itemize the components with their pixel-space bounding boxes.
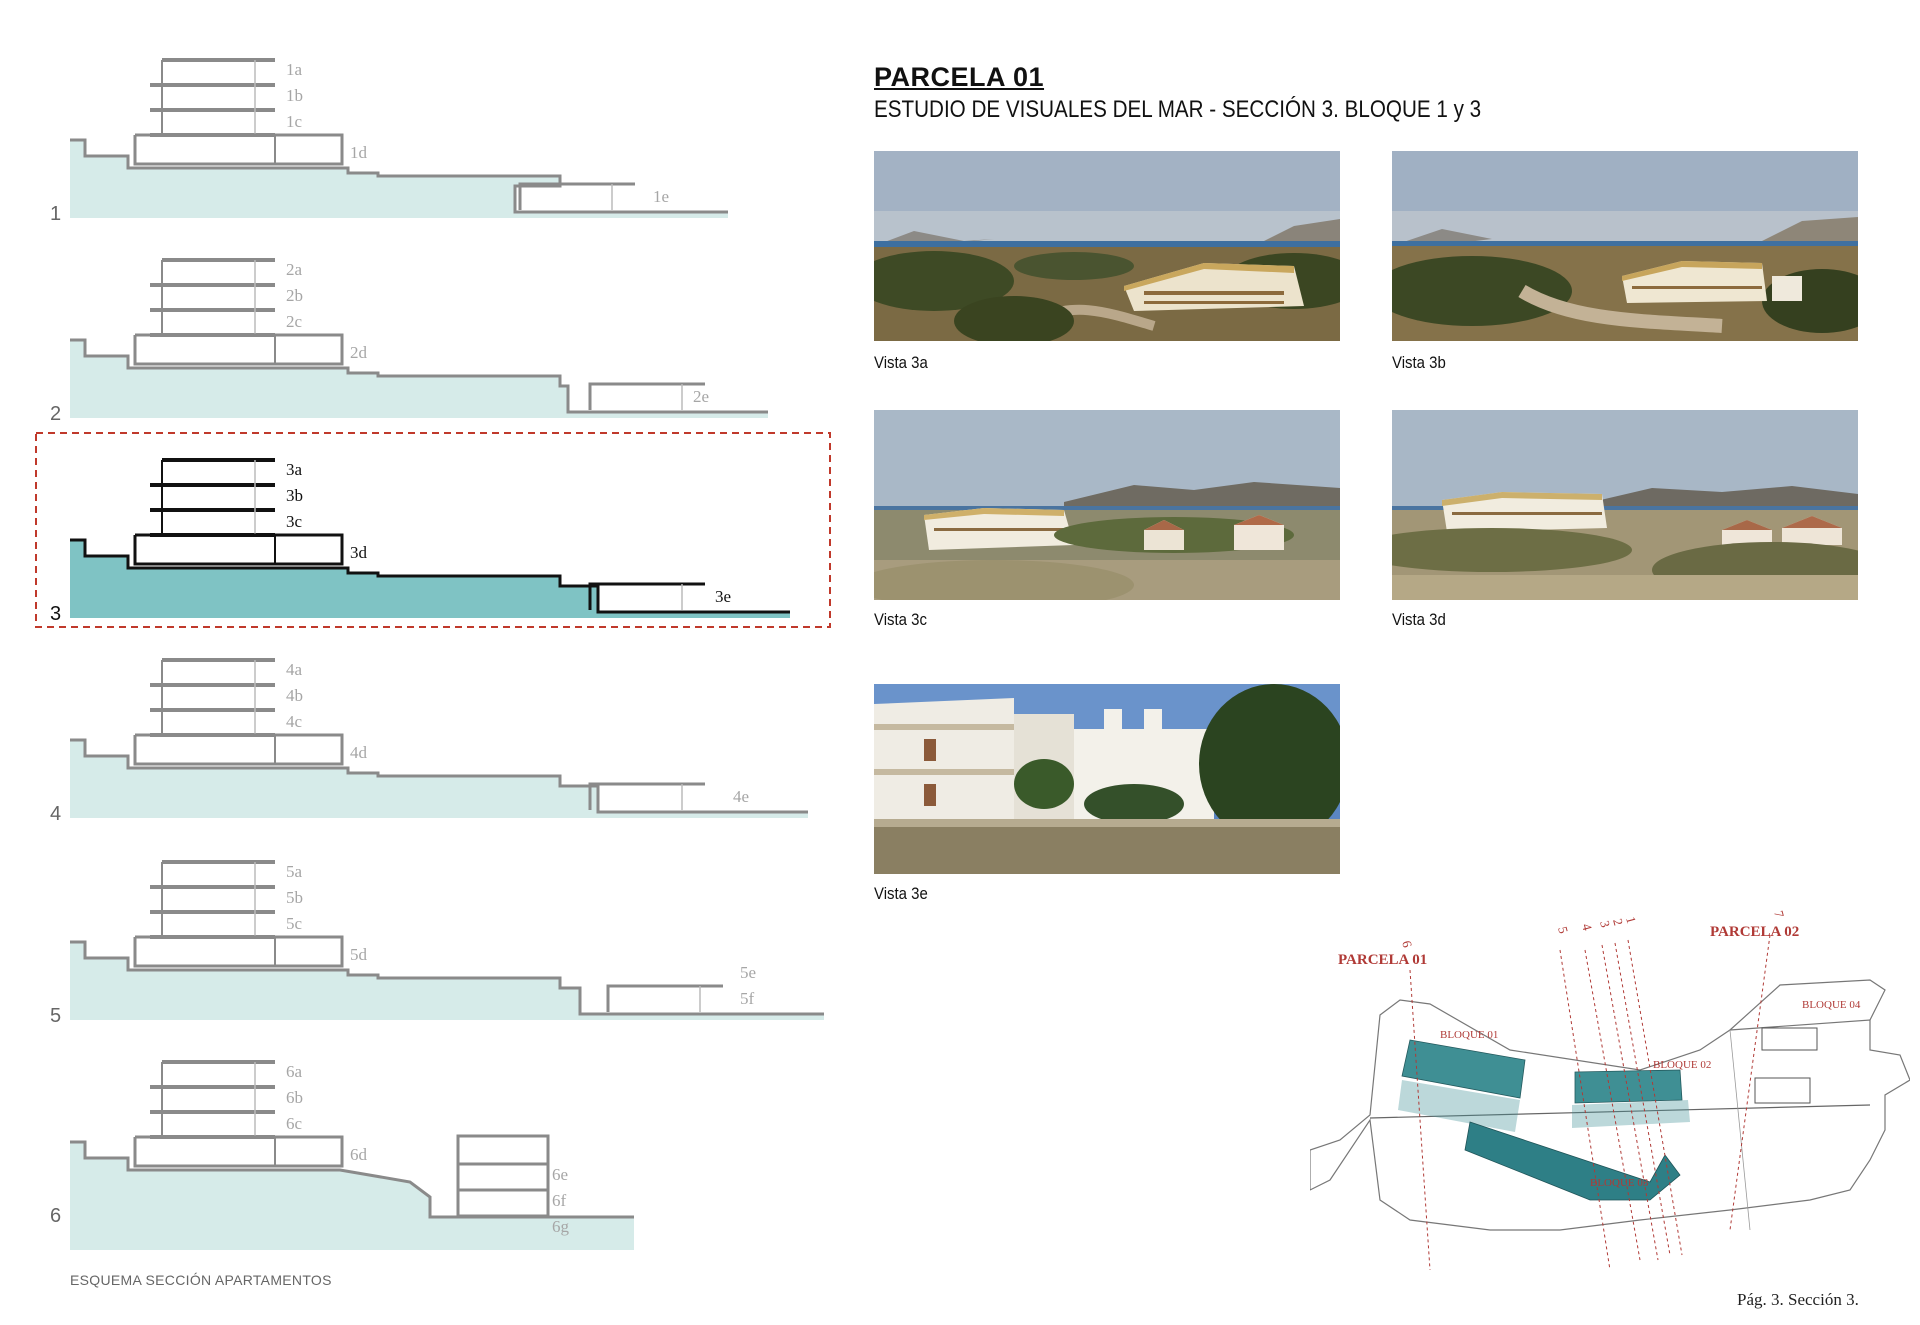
section-label: 2e bbox=[693, 387, 709, 406]
building-photo-3e bbox=[874, 684, 1340, 874]
section-label: 4a bbox=[286, 660, 303, 679]
highlight-frame bbox=[35, 432, 831, 628]
plan-section-line-number: 2 bbox=[1610, 917, 1626, 927]
photo-vista-3d bbox=[1392, 410, 1858, 600]
plan-section-line-number: 3 bbox=[1597, 919, 1613, 929]
page-subtitle: ESTUDIO DE VISUALES DEL MAR - SECCIÓN 3.… bbox=[874, 96, 1482, 123]
section-label: 6f bbox=[552, 1191, 567, 1210]
plan-label-parcela-02: PARCELA 02 bbox=[1710, 924, 1799, 940]
section-number: 6 bbox=[50, 1205, 61, 1227]
page-number: Pág. 3. Sección 3. bbox=[1737, 1290, 1859, 1309]
bloque-02-footprint bbox=[1572, 1069, 1690, 1128]
section-label: 5a bbox=[286, 862, 303, 881]
plan-section-line-number: 4 bbox=[1579, 922, 1595, 933]
plan-label-bloque-02: BLOQUE 02 bbox=[1653, 1059, 1711, 1071]
section-label: 5e bbox=[740, 963, 756, 982]
photo-caption-3b: Vista 3b bbox=[1392, 353, 1446, 372]
section-label: 3b bbox=[286, 486, 303, 505]
section-label: 4d bbox=[350, 743, 368, 762]
photo-vista-3e bbox=[874, 684, 1340, 874]
section-row-2: 2a 2b 2c 2d 2e 2 bbox=[50, 258, 768, 425]
plan-label-bloque-04: BLOQUE 04 bbox=[1802, 999, 1861, 1011]
parcel-outline bbox=[1310, 999, 1910, 1231]
section-row-4: 4a 4b 4c 4d 4e 4 bbox=[50, 658, 808, 825]
section-label: 3a bbox=[286, 460, 303, 479]
terrain-fill bbox=[70, 340, 768, 418]
landscape-photo-3c bbox=[874, 410, 1340, 600]
bloque-04-footprint bbox=[1754, 1027, 1818, 1104]
terrain-fill bbox=[70, 540, 790, 618]
terrain-fill bbox=[70, 140, 728, 218]
section-label: 6c bbox=[286, 1114, 303, 1133]
section-diagrams: 1a1b1c1d1e12a2b2c2d2e23a3b3c3d3e34a4b4c4… bbox=[35, 58, 831, 1250]
parcel02-outline bbox=[1729, 979, 1886, 1031]
terrain-fill bbox=[70, 740, 808, 818]
section-label: 1b bbox=[286, 86, 303, 105]
photo-caption-3a: Vista 3a bbox=[874, 353, 928, 372]
section-lines bbox=[1409, 934, 1771, 1271]
section-label: 4e bbox=[733, 787, 749, 806]
plan-label-bloque-03: BLOQUE 03 bbox=[1590, 1177, 1649, 1189]
photo-vista-3a bbox=[874, 151, 1340, 341]
section-label: 5c bbox=[286, 914, 303, 933]
section-label: 6a bbox=[286, 1062, 303, 1081]
section-label: 6e bbox=[552, 1165, 568, 1184]
section-row-1: 1a 1b 1c 1d 1e 1 bbox=[50, 58, 728, 225]
section-row-6: 6a 6b 6c 6d 6e 6f 6g 6 bbox=[50, 1060, 634, 1250]
section-label: 3c bbox=[286, 512, 303, 531]
section-label: 2a bbox=[286, 260, 303, 279]
photo-caption-3c: Vista 3c bbox=[874, 610, 927, 629]
photo-caption-3d: Vista 3d bbox=[1392, 610, 1446, 629]
section-number: 2 bbox=[50, 403, 61, 425]
landscape-photo-3d bbox=[1392, 410, 1858, 600]
section-label: 1c bbox=[286, 112, 303, 131]
plan-section-line-number: 7 bbox=[1771, 909, 1787, 920]
photo-vista-3b bbox=[1392, 151, 1858, 341]
section-number: 5 bbox=[50, 1005, 61, 1027]
page-title: PARCELA 01 bbox=[874, 62, 1045, 92]
plan-label-bloque-01: BLOQUE 01 bbox=[1440, 1029, 1498, 1041]
plan-section-line-number: 1 bbox=[1623, 915, 1639, 925]
section-label: 1a bbox=[286, 60, 303, 79]
section-label: 5d bbox=[350, 945, 368, 964]
section-label: 3d bbox=[350, 543, 368, 562]
section-label: 2b bbox=[286, 286, 303, 305]
photo-caption-3e: Vista 3e bbox=[874, 884, 928, 903]
plan-label-parcela-01: PARCELA 01 bbox=[1338, 952, 1427, 968]
section-label: 5b bbox=[286, 888, 303, 907]
plan-section-line-number: 5 bbox=[1555, 925, 1571, 935]
terrain-fill bbox=[70, 1142, 634, 1250]
section-label: 1e bbox=[653, 187, 669, 206]
section-number: 1 bbox=[50, 203, 61, 225]
section-label: 6d bbox=[350, 1145, 368, 1164]
section-number: 4 bbox=[50, 803, 61, 825]
section-label: 6b bbox=[286, 1088, 303, 1107]
site-plan: PARCELA 01 PARCELA 02 BLOQUE 01 BLOQUE 02 BL… bbox=[1310, 909, 1910, 1271]
schema-caption: ESQUEMA SECCIÓN APARTAMENTOS bbox=[70, 1272, 332, 1288]
terrain-fill bbox=[70, 942, 824, 1020]
section-label: 2d bbox=[350, 343, 368, 362]
section-number: 3 bbox=[50, 603, 61, 625]
section-label: 6g bbox=[552, 1217, 570, 1236]
section-label: 2c bbox=[286, 312, 303, 331]
section-label: 3e bbox=[715, 587, 731, 606]
section-label: 1d bbox=[350, 143, 368, 162]
section-label: 5f bbox=[740, 989, 755, 1008]
section-label: 4b bbox=[286, 686, 303, 705]
section-row-3: 3a 3b 3c 3d 3e 3 bbox=[35, 432, 831, 628]
bloque-01-footprint bbox=[1398, 1039, 1526, 1132]
landscape-photo-3a bbox=[874, 151, 1340, 341]
plan-section-line-number: 6 bbox=[1399, 939, 1415, 950]
landscape-photo-3b bbox=[1392, 151, 1858, 341]
photo-vista-3c bbox=[874, 410, 1340, 600]
section-label: 4c bbox=[286, 712, 303, 731]
section-row-5: 5a 5b 5c 5d 5e 5f 5 bbox=[50, 860, 824, 1027]
